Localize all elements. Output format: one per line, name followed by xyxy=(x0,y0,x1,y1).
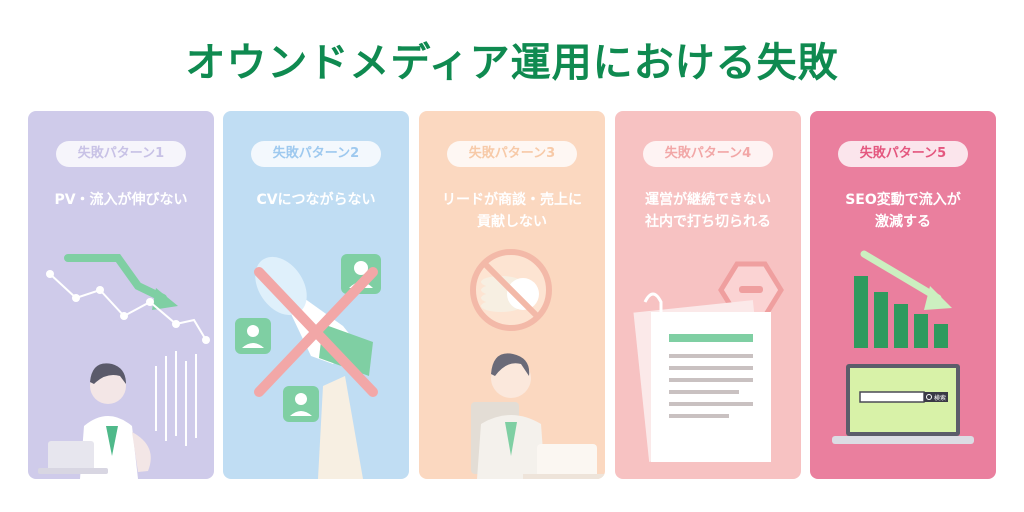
card-2-heading: CVにつながらない xyxy=(231,189,401,211)
page-title: オウンドメディア運用における失敗 xyxy=(185,40,839,86)
card-4-heading-line-2: 社内で打ち切られる xyxy=(645,214,771,230)
crossed-megaphone-icon xyxy=(235,254,381,479)
card-4-heading: 運営が継続できない 社内で打ち切られる xyxy=(623,189,793,233)
card-3-heading-line-1: リードが商談・売上に xyxy=(442,192,582,208)
card-pattern-2: 失敗パターン2 CVにつながらない xyxy=(223,111,409,479)
no-money-sign-icon xyxy=(470,249,605,479)
card-1-badge: 失敗パターン1 xyxy=(56,141,186,167)
card-5-heading: SEO変動で流入が 激減する xyxy=(818,189,988,233)
search-button-label: 検索 xyxy=(934,394,946,402)
declining-bars-laptop-icon: 検索 xyxy=(832,250,974,444)
stop-sign-documents-icon xyxy=(633,261,784,462)
card-2-badge: 失敗パターン2 xyxy=(251,141,381,167)
card-5-heading-line-1: SEO変動で流入が xyxy=(845,192,961,208)
declining-line-chart-worried-person-icon xyxy=(38,254,210,479)
card-pattern-4: 失敗パターン4 運営が継続できない 社内で打ち切られる xyxy=(615,111,801,479)
card-5-heading-line-2: 激減する xyxy=(875,214,931,230)
card-3-heading-line-2: 貢献しない xyxy=(477,214,547,230)
card-2-heading-line-1: CVにつながらない xyxy=(256,192,376,208)
failure-pattern-cards: 失敗パターン1 PV・流入が伸びない xyxy=(28,111,996,479)
card-4-badge: 失敗パターン4 xyxy=(643,141,773,167)
card-1-heading: PV・流入が伸びない xyxy=(36,189,206,211)
card-1-heading-line-1: PV・流入が伸びない xyxy=(54,192,188,208)
card-3-badge: 失敗パターン3 xyxy=(447,141,577,167)
card-4-heading-line-1: 運営が継続できない xyxy=(645,192,771,208)
card-pattern-3: 失敗パターン3 リードが商談・売上に 貢献しない xyxy=(419,111,605,479)
card-pattern-1: 失敗パターン1 PV・流入が伸びない xyxy=(28,111,214,479)
card-pattern-5: 失敗パターン5 SEO変動で流入が 激減する 検索 xyxy=(810,111,996,479)
card-3-heading: リードが商談・売上に 貢献しない xyxy=(427,189,597,233)
card-5-badge: 失敗パターン5 xyxy=(838,141,968,167)
